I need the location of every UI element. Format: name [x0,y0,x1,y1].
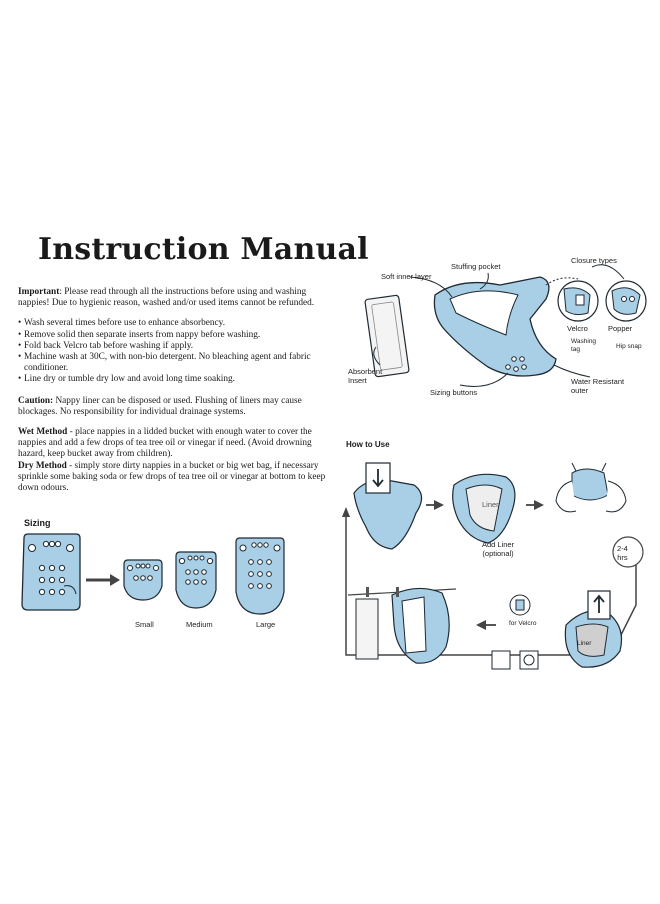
label-water-resistant-outer: Water Resistant outer [571,377,625,395]
label-absorbent-insert: Absorbent Insert [348,367,383,385]
clock-label: 2-4 hrs [617,544,628,562]
label-popper: Popper [608,324,633,333]
baby-wearing-diaper-icon [555,462,627,513]
label-liner-2: Liner [577,640,592,647]
page-title: Instruction Manual [38,232,369,267]
hours-unit: hrs [617,553,628,562]
label-for-velcro: for Velcro [509,620,537,627]
label-add-liner: Add Liner (optional) [482,540,514,558]
velcro-closure-icon [557,280,599,322]
bullet-item: Remove solid then separate inserts from … [18,330,338,341]
optional-text: (optional) [482,549,514,558]
pocket-diaper-icon [433,276,557,377]
label-soft-inner-layer: Soft inner layer [381,272,432,281]
arrow-down-icon [372,469,384,488]
wet-method-text: - place nappies in a lidded bucket with … [18,427,312,460]
caution-label: Caution: [18,395,54,406]
instructions-text: Important: Please read through all the i… [18,287,338,503]
washing-symbols-icon [491,650,539,670]
diaper-medium-icon [175,551,217,609]
arrow-right-icon [86,574,120,586]
step-add-liner-icon [452,473,516,544]
diaper-small-icon [123,559,163,601]
hours-value: 2-4 [617,544,628,553]
absorbent-insert-icon [364,294,410,378]
label-stuffing-pocket: Stuffing pocket [451,262,501,271]
diaper-large-icon [235,537,285,615]
label-liner: Liner [482,500,499,509]
wet-method-label: Wet Method [18,427,68,438]
care-bullets: Wash several times before use to enhance… [18,318,338,385]
important-paragraph: Important: Please read through all the i… [18,287,338,309]
step-insert-diaper-icon [353,462,423,550]
dry-method-text: - simply store dirty nappies in a bucket… [18,460,326,494]
arrow-up-icon [593,594,605,613]
sizing-title: Sizing [24,518,51,528]
caution-paragraph: Caution: Nappy liner can be disposed or … [18,396,338,418]
velcro-fold-icon [509,594,531,616]
clock-icon [612,536,644,568]
bullet-item: Wash several times before use to enhance… [18,318,338,329]
how-to-use-diagram [342,462,644,670]
label-sizing-buttons: Sizing buttons [430,388,478,397]
how-to-use-title: How to Use [346,440,390,449]
wet-method-paragraph: Wet Method - place nappies in a lidded b… [18,427,338,461]
dry-method-paragraph: Dry Method - simply store dirty nappies … [18,461,338,495]
add-liner-text: Add Liner [482,540,515,549]
bullet-item: Fold back Velcro tab before washing if a… [18,341,338,352]
caution-text: Nappy liner can be disposed or used. Flu… [18,395,302,417]
bullet-item: Machine wash at 30C, with non-bio deterg… [18,352,338,374]
popper-closure-icon [605,280,647,322]
dry-method-label: Dry Method [18,460,67,471]
line-dry-icon [347,587,457,664]
bullet-item: Line dry or tumble dry low and avoid lon… [18,374,338,385]
size-label-large: Large [256,620,276,629]
label-closure-types: Closure types [571,256,617,265]
diaper-icon [21,533,81,611]
label-washing-tag: Washing tag [571,338,597,353]
size-label-small: Small [135,620,154,629]
important-text: : Please read through all the instructio… [18,287,315,309]
parts-diagram [364,264,647,387]
label-velcro: Velcro [567,324,588,333]
sizing-illustration [21,533,285,615]
size-label-medium: Medium [186,620,213,629]
step-remove-liner-icon [564,590,623,668]
label-hip-snap: Hip snap [616,343,642,350]
important-label: Important [18,287,60,297]
